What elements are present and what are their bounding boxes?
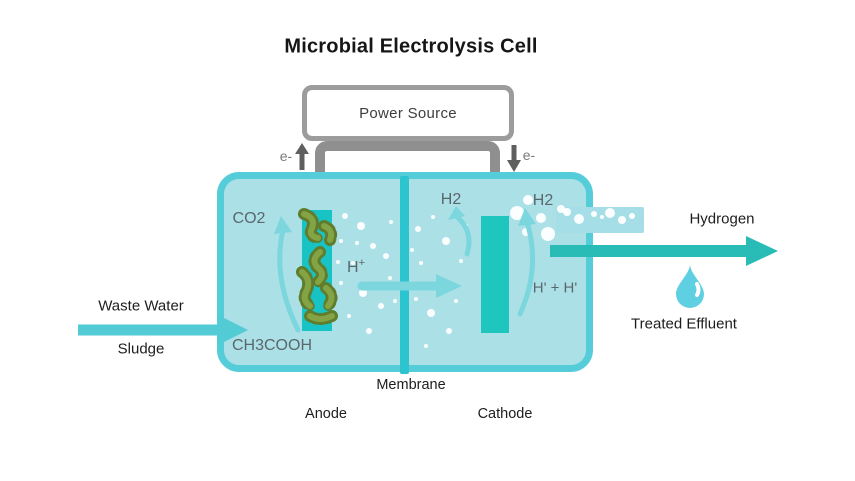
treated-effluent-label: Treated Effluent	[631, 315, 737, 333]
bubble	[431, 215, 435, 219]
bubble	[536, 213, 546, 223]
membrane-label: Membrane	[376, 377, 446, 393]
bubble	[351, 261, 355, 265]
bubble	[557, 205, 565, 213]
electron-label-right: e-	[522, 147, 536, 163]
co2-label: CO2	[232, 210, 266, 227]
bubble	[563, 208, 571, 216]
bubble	[618, 216, 626, 224]
bubble	[393, 299, 397, 303]
bubble	[523, 195, 533, 205]
bubble	[339, 239, 343, 243]
bubble	[366, 328, 372, 334]
bubble	[389, 220, 393, 224]
power-source-box: Power Source	[302, 85, 514, 141]
bubble	[424, 344, 428, 348]
bubble	[388, 276, 392, 280]
co2-flow-arrow-icon	[274, 216, 301, 333]
bubble	[510, 206, 524, 220]
bubble	[336, 260, 340, 264]
h2-label-left: H2	[440, 191, 462, 208]
bubble	[355, 241, 359, 245]
cathode-label: Cathode	[477, 406, 533, 422]
electron-label-left: e-	[279, 148, 293, 164]
electron-up-arrow-icon	[295, 143, 309, 170]
microbes-icon	[296, 208, 338, 325]
h-plus-label: H+	[347, 256, 365, 277]
h-prime-label: H' + H'	[532, 279, 578, 297]
h2-label-right: H2	[532, 192, 554, 209]
bubble	[600, 215, 604, 219]
bubble	[442, 237, 450, 245]
proton-transfer-arrow-icon	[357, 274, 462, 298]
bubble	[541, 227, 555, 241]
bubble	[459, 259, 463, 263]
bubble	[414, 297, 418, 301]
inlet-arrow-icon	[78, 315, 248, 345]
membrane-divider	[400, 176, 409, 374]
bubble	[605, 208, 615, 218]
bubble	[347, 314, 351, 318]
bubble	[427, 309, 435, 317]
water-droplet-icon	[676, 264, 704, 308]
electron-down-arrow-icon	[507, 145, 521, 172]
bubble	[415, 226, 421, 232]
bubble	[574, 214, 584, 224]
bubble	[410, 248, 414, 252]
bubble	[383, 253, 389, 259]
anode-label: Anode	[305, 406, 347, 422]
sludge-label: Sludge	[117, 340, 165, 358]
bubble	[629, 213, 635, 219]
bubble	[359, 289, 367, 297]
bubble	[454, 299, 458, 303]
bubble	[370, 243, 376, 249]
bubble	[419, 261, 423, 265]
bubble	[522, 228, 530, 236]
bubble	[357, 222, 365, 230]
cathode-electrode	[481, 216, 509, 333]
bubble	[378, 303, 384, 309]
waste-water-label: Waste Water	[98, 297, 184, 315]
h2-flow-arrow-right-icon	[517, 208, 536, 317]
bubble	[591, 211, 597, 217]
acetate-label: CH3COOH	[231, 337, 313, 354]
power-source-label: Power Source	[359, 104, 457, 122]
h2-flow-arrow-left-icon	[448, 206, 472, 257]
hydrogen-outlet-arrow-icon	[550, 236, 778, 266]
hydrogen-label: Hydrogen	[689, 210, 755, 228]
bubble	[342, 213, 348, 219]
bubble	[339, 281, 343, 285]
bubble	[446, 328, 452, 334]
